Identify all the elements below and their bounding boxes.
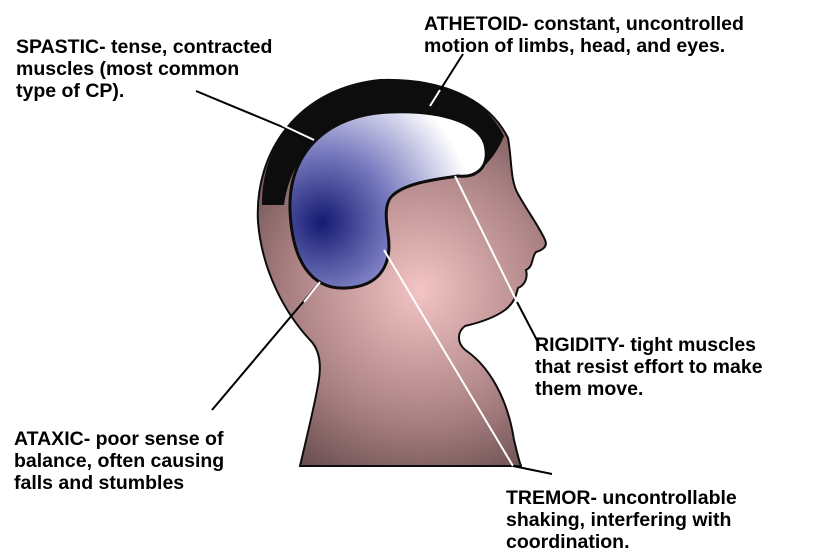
- leader-line-tremor-outer: [513, 466, 552, 474]
- label-ataxic-line-3: falls and stumbles: [14, 472, 224, 494]
- label-spastic-line-1: SPASTIC- tense, contracted: [16, 36, 272, 58]
- label-tremor-line-1: TREMOR- uncontrollable: [506, 487, 737, 509]
- label-tremor-line-3: coordination.: [506, 531, 737, 553]
- label-rigidity: RIGIDITY- tight muscles that resist effo…: [535, 334, 763, 400]
- label-spastic-line-2: muscles (most common: [16, 58, 272, 80]
- label-ataxic: ATAXIC- poor sense of balance, often cau…: [14, 428, 224, 494]
- label-athetoid-line-1: ATHETOID- constant, uncontrolled: [424, 13, 744, 35]
- label-rigidity-line-2: that resist effort to make: [535, 356, 763, 378]
- label-athetoid: ATHETOID- constant, uncontrolled motion …: [424, 13, 744, 57]
- label-rigidity-line-3: them move.: [535, 378, 763, 400]
- label-spastic-line-3: type of CP).: [16, 80, 272, 102]
- label-athetoid-line-2: motion of limbs, head, and eyes.: [424, 35, 744, 57]
- label-ataxic-line-1: ATAXIC- poor sense of: [14, 428, 224, 450]
- label-tremor-line-2: shaking, interfering with: [506, 509, 737, 531]
- label-ataxic-line-2: balance, often causing: [14, 450, 224, 472]
- label-rigidity-line-1: RIGIDITY- tight muscles: [535, 334, 763, 356]
- label-tremor: TREMOR- uncontrollable shaking, interfer…: [506, 487, 737, 553]
- label-spastic: SPASTIC- tense, contracted muscles (most…: [16, 36, 272, 102]
